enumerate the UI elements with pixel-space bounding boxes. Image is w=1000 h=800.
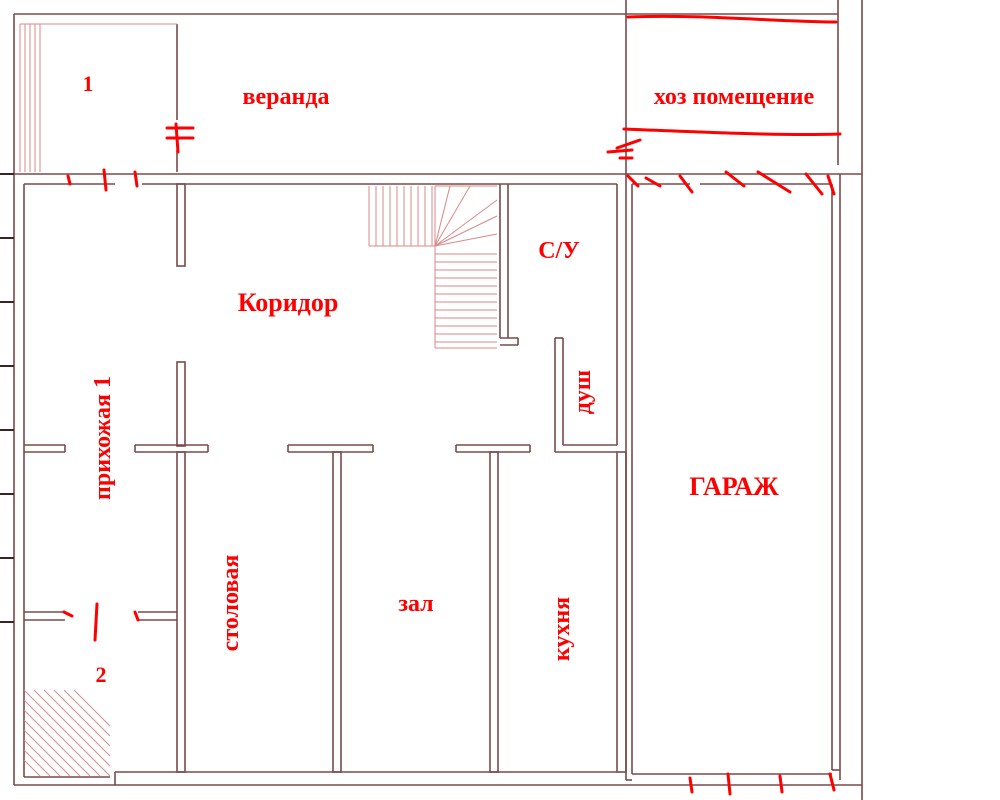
hall-label: зал [398,591,433,617]
corner-hatch [23,689,111,777]
veranda-label: веранда [243,84,330,110]
kitchen-label: кухня [549,597,575,661]
room-1-label: 1 [83,71,94,96]
veranda-steps [19,23,177,172]
shower-label: душ [570,370,596,414]
room-2-label: 2 [96,662,107,687]
wc-label: С/У [538,238,580,264]
corridor-label: Коридор [238,288,339,317]
markup-strokes [62,14,842,796]
hallway-1-label: прихожая 1 [90,376,116,500]
garage-label: ГАРАЖ [689,472,779,501]
storage-label: хоз помещение [654,84,815,110]
dining-label: столовая [218,555,244,652]
walls [13,0,863,800]
wall-ticks [0,173,14,623]
staircase [368,185,498,349]
